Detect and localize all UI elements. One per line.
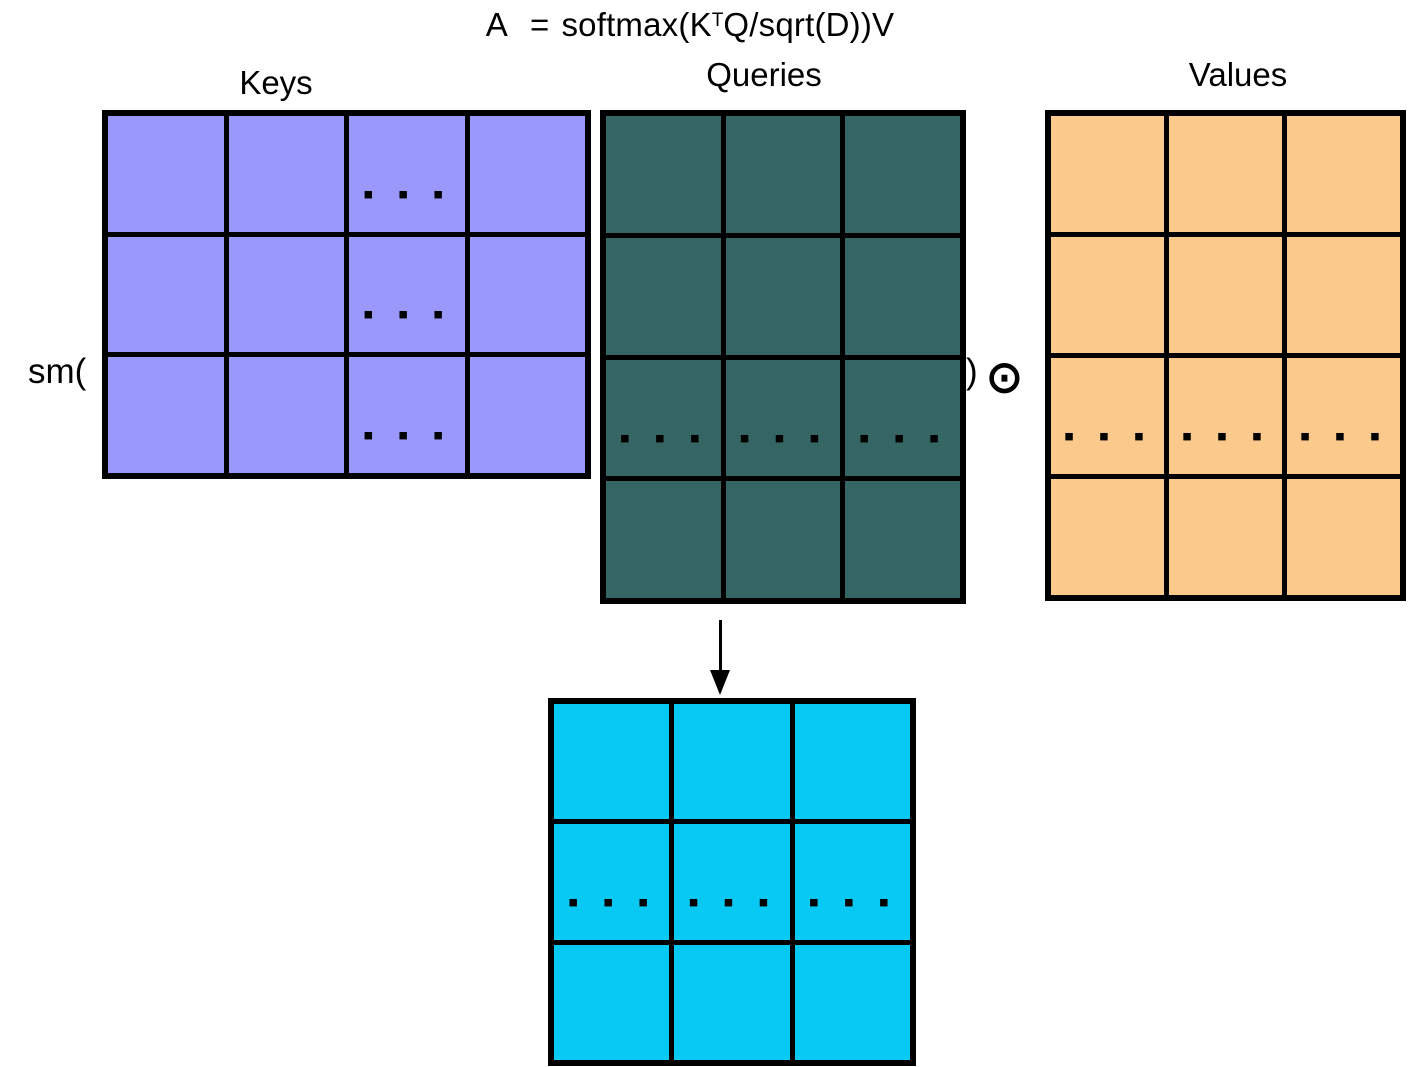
matrix-cell: ▪ ▪ ▪: [349, 236, 465, 353]
matrix-cell: [725, 237, 841, 355]
matrix-cell: ▪ ▪ ▪: [349, 116, 465, 232]
result-matrix: ▪ ▪ ▪ ▪ ▪ ▪ ▪ ▪ ▪: [548, 698, 916, 1066]
ellipsis-dots: ▪ ▪ ▪: [858, 421, 947, 455]
ellipsis-dots: ▪ ▪ ▪: [1063, 420, 1152, 453]
ellipsis-dots: ▪ ▪ ▪: [362, 177, 451, 211]
matrix-cell: [1287, 116, 1400, 232]
ellipsis-dots: ▪ ▪ ▪: [1299, 420, 1388, 453]
matrix-cell: [554, 704, 670, 820]
matrix-cell: [1051, 479, 1164, 595]
matrix-cell: [845, 237, 960, 355]
matrix-cell: [228, 116, 344, 232]
equals-sign: =: [529, 6, 550, 43]
ellipsis-dots: ▪ ▪ ▪: [362, 419, 451, 453]
matrix-cell: [228, 357, 344, 473]
matrix-cell: [1051, 237, 1164, 353]
matrix-cell: [1287, 237, 1400, 353]
matrix-cell: ▪ ▪ ▪: [349, 357, 465, 473]
matrix-cell: [794, 704, 910, 820]
keys-matrix: ▪ ▪ ▪ ▪ ▪ ▪ ▪ ▪ ▪: [102, 110, 591, 479]
matrix-cell: [1287, 479, 1400, 595]
queries-matrix: ▪ ▪ ▪ ▪ ▪ ▪ ▪ ▪ ▪: [600, 110, 966, 604]
matrix-cell: ▪ ▪ ▪: [1169, 358, 1282, 474]
formula-post-superscript: Q/sqrt(D))V: [723, 6, 895, 43]
values-matrix: ▪ ▪ ▪ ▪ ▪ ▪ ▪ ▪ ▪: [1045, 110, 1406, 601]
ellipsis-dots: ▪ ▪ ▪: [567, 885, 656, 919]
matrix-cell: [794, 944, 910, 1060]
down-arrow-line: [719, 620, 722, 672]
matrix-cell: ▪ ▪ ▪: [606, 359, 721, 477]
values-label: Values: [1188, 56, 1288, 93]
matrix-cell: [845, 116, 960, 233]
matrix-cell: ▪ ▪ ▪: [1051, 358, 1164, 474]
ellipsis-dots: ▪ ▪ ▪: [362, 298, 451, 332]
formula-pre-superscript: softmax(K: [561, 6, 712, 43]
keys-label: Keys: [239, 64, 313, 101]
ellipsis-dots: ▪ ▪ ▪: [619, 421, 708, 455]
odot-operator-icon: ⊙: [986, 353, 1023, 402]
matrix-cell: [1169, 479, 1282, 595]
matrix-cell: [469, 236, 585, 353]
matrix-cell: ▪ ▪ ▪: [845, 359, 960, 477]
matrix-cell: [1169, 116, 1282, 232]
matrix-cell: [1169, 237, 1282, 353]
matrix-cell: [108, 116, 224, 232]
matrix-cell: [108, 357, 224, 473]
ellipsis-dots: ▪ ▪ ▪: [1181, 420, 1270, 453]
matrix-cell: [469, 116, 585, 232]
transpose-superscript: T: [711, 10, 724, 31]
matrix-cell: ▪ ▪ ▪: [1287, 358, 1400, 474]
matrix-cell: [606, 237, 721, 355]
matrix-cell: [606, 481, 721, 598]
ellipsis-dots: ▪ ▪ ▪: [688, 885, 776, 919]
matrix-cell: ▪ ▪ ▪: [794, 824, 910, 940]
matrix-cell: [725, 116, 841, 233]
matrix-cell: [725, 481, 841, 598]
matrix-cell: ▪ ▪ ▪: [554, 824, 670, 940]
matrix-cell: [554, 944, 670, 1060]
matrix-cell: [228, 236, 344, 353]
ellipsis-dots: ▪ ▪ ▪: [739, 421, 827, 455]
matrix-cell: [674, 704, 790, 820]
matrix-cell: ▪ ▪ ▪: [725, 359, 841, 477]
down-arrow-icon: [710, 670, 730, 695]
matrix-cell: ▪ ▪ ▪: [674, 824, 790, 940]
softmax-open-paren: sm(: [28, 352, 87, 391]
softmax-close-paren: ): [966, 352, 978, 391]
matrix-cell: [606, 116, 721, 233]
ellipsis-dots: ▪ ▪ ▪: [808, 885, 897, 919]
matrix-cell: [108, 236, 224, 353]
matrix-cell: [469, 357, 585, 473]
queries-label: Queries: [706, 56, 822, 93]
matrix-cell: [674, 944, 790, 1060]
formula-title: A = softmax(KTQ/sqrt(D))V: [486, 6, 895, 44]
matrix-cell: [845, 481, 960, 598]
matrix-cell: [1051, 116, 1164, 232]
formula-lhs: A: [485, 6, 508, 43]
